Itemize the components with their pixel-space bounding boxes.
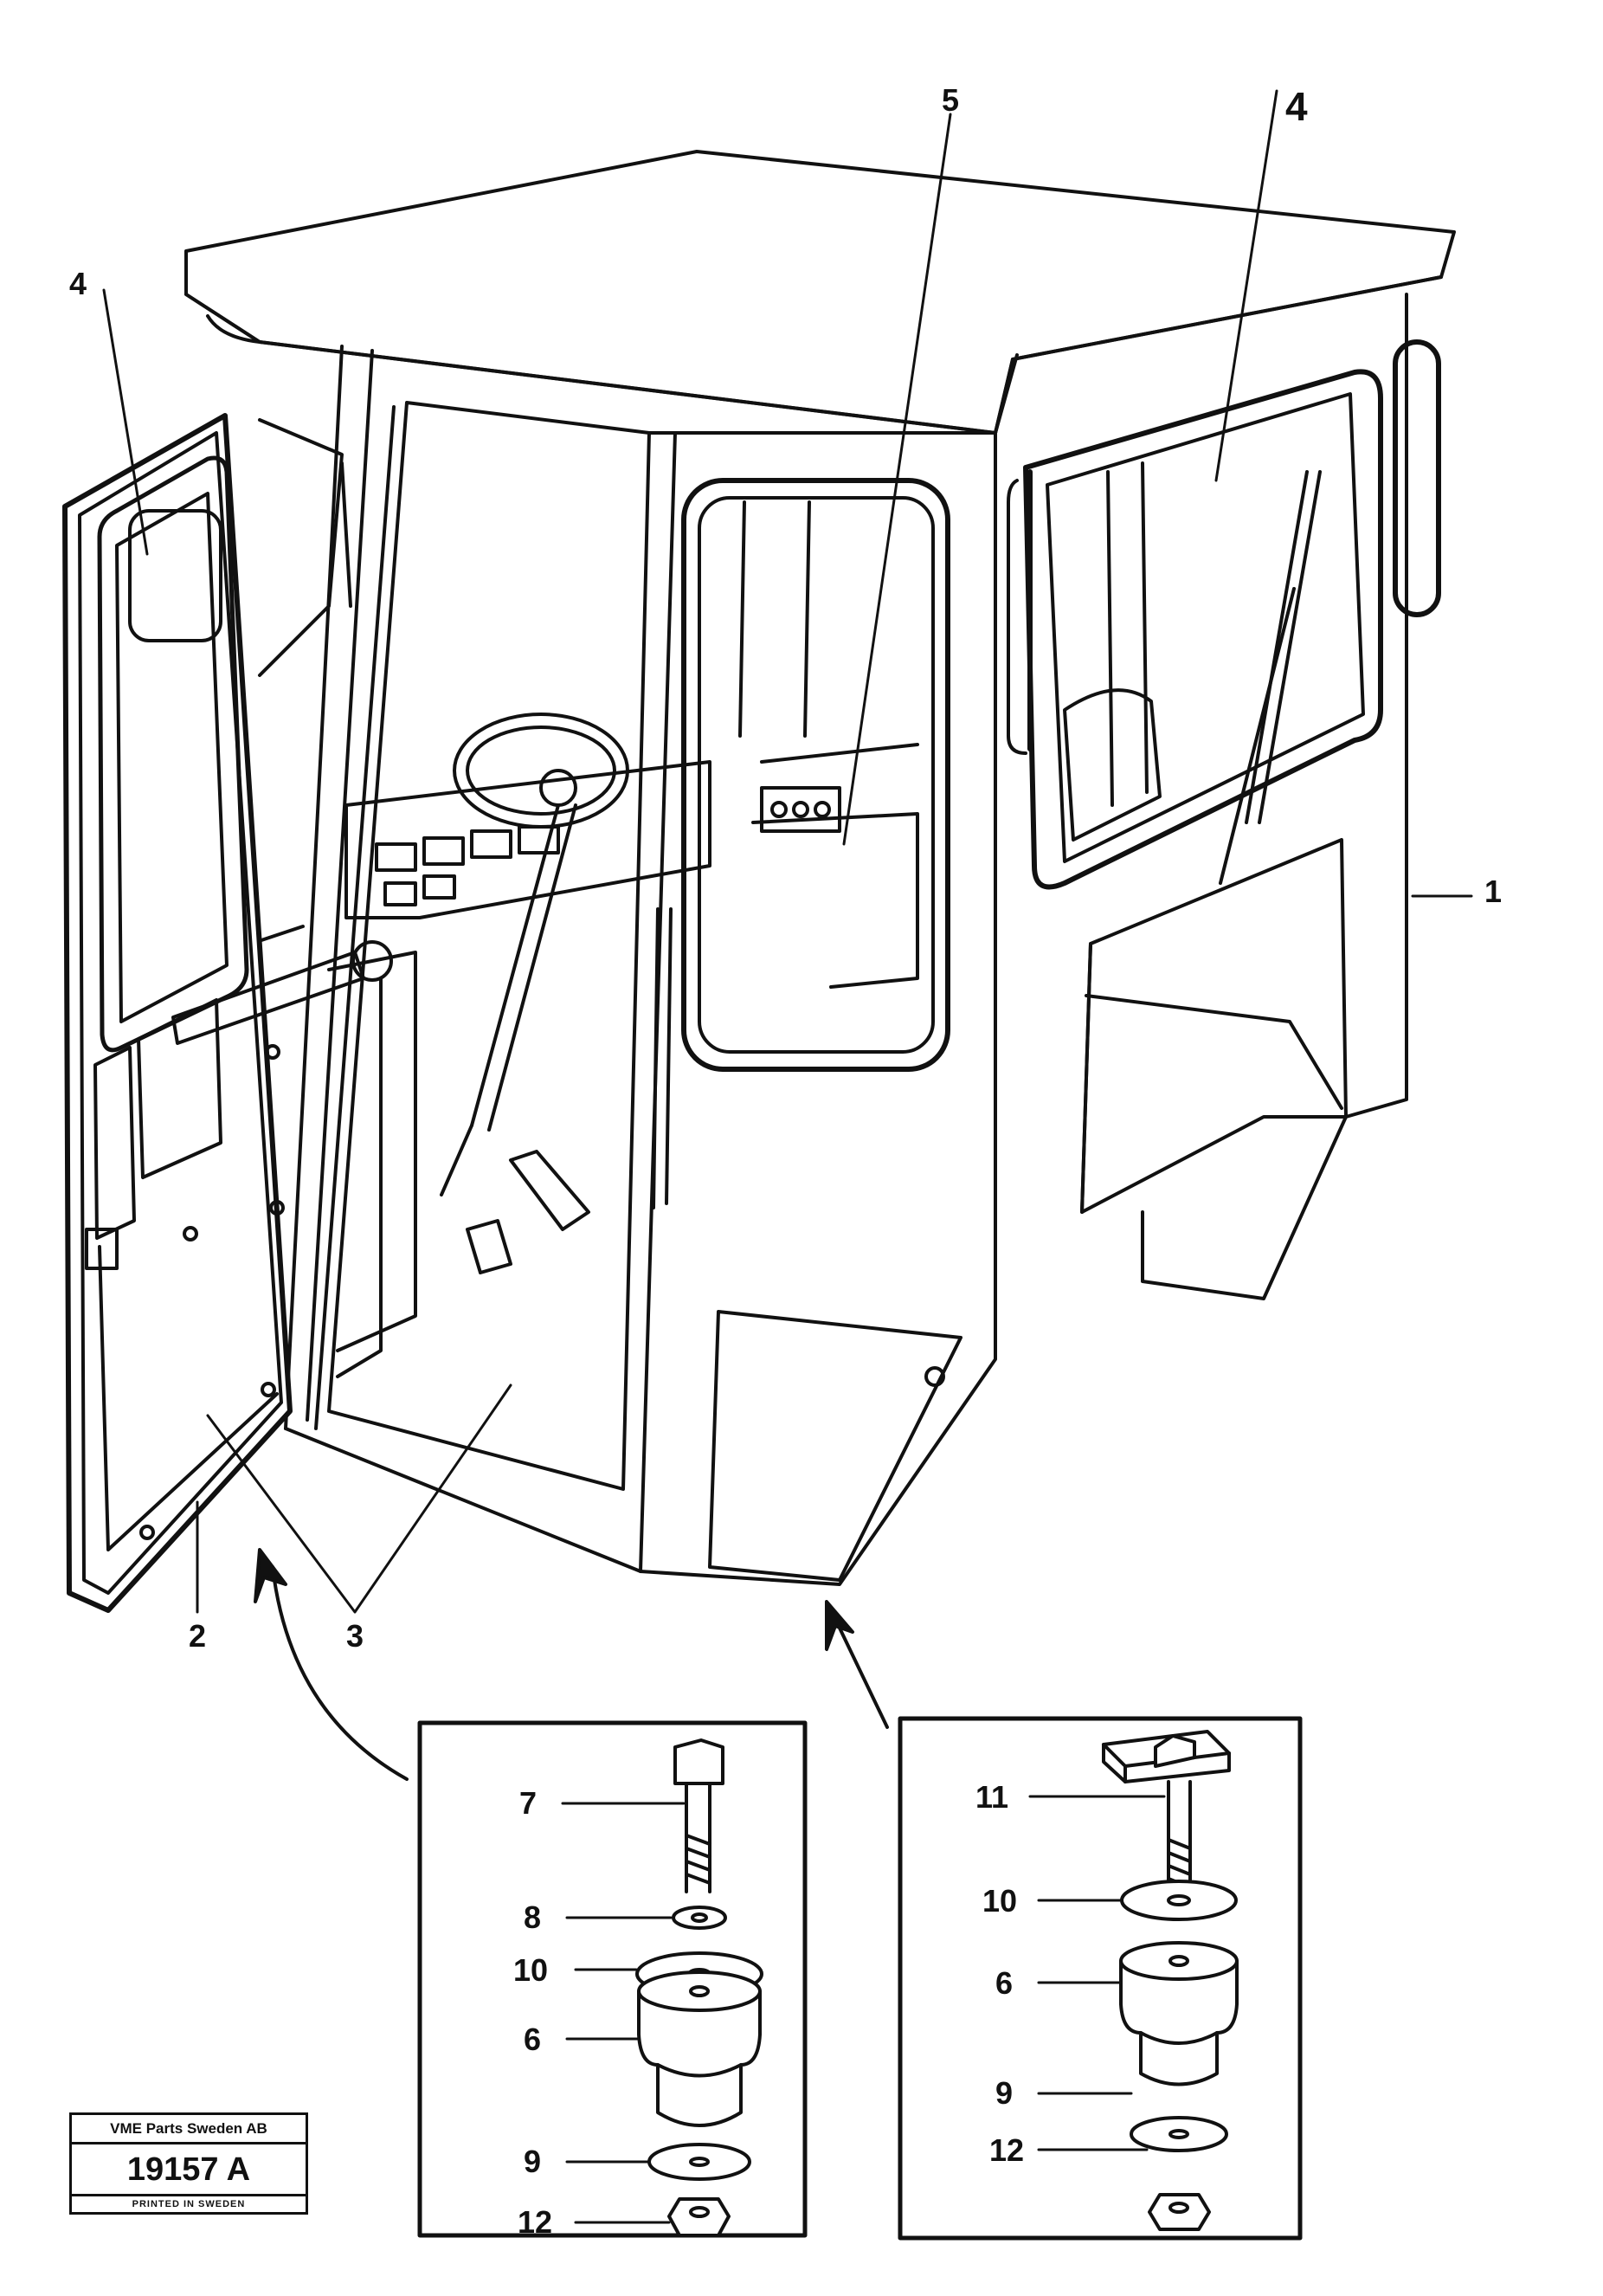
open-door bbox=[62, 413, 365, 1613]
cab-roof bbox=[184, 150, 1456, 435]
stamp-number: 19157 A bbox=[72, 2144, 306, 2196]
stamp-company: VME Parts Sweden AB bbox=[72, 2115, 306, 2144]
cab-body bbox=[284, 293, 1408, 1586]
rubber-mount bbox=[637, 1970, 762, 2127]
callout-4-side: 4 bbox=[1285, 84, 1308, 129]
left-callout-8: 8 bbox=[524, 1899, 542, 1935]
right-callout-11: 11 bbox=[975, 1779, 1009, 1815]
callout-2: 2 bbox=[189, 1618, 207, 1654]
bracket-bolt bbox=[1102, 1730, 1231, 1898]
right-mount-detail bbox=[898, 1716, 1303, 2241]
callout-3: 3 bbox=[346, 1618, 364, 1654]
left-callout-12: 12 bbox=[518, 2204, 553, 2240]
side-window bbox=[1007, 339, 1441, 890]
left-callout-7: 7 bbox=[519, 1785, 538, 1821]
callout-5: 5 bbox=[942, 82, 960, 118]
detail-arrows bbox=[254, 1548, 889, 1781]
left-mount-detail bbox=[417, 1720, 808, 2238]
left-callout-6: 6 bbox=[524, 2022, 542, 2057]
right-callout-6: 6 bbox=[995, 1965, 1014, 2001]
right-callout-12: 12 bbox=[989, 2132, 1025, 2168]
left-callout-9: 9 bbox=[524, 2144, 542, 2179]
cab-leader-lines bbox=[102, 89, 1473, 1614]
cab-interior bbox=[223, 713, 711, 1378]
drawing-stamp: VME Parts Sweden AB 19157 A PRINTED IN S… bbox=[69, 2112, 308, 2215]
right-detail-leaders bbox=[1028, 1795, 1166, 2151]
right-callout-10: 10 bbox=[982, 1883, 1018, 1919]
rubber-mount bbox=[1119, 1941, 1239, 2086]
left-detail-leaders bbox=[561, 1802, 686, 2224]
front-window bbox=[681, 478, 950, 1072]
right-callout-9: 9 bbox=[995, 2075, 1014, 2111]
callout-1: 1 bbox=[1484, 874, 1503, 909]
left-callout-10: 10 bbox=[513, 1952, 549, 1988]
callout-4-door: 4 bbox=[69, 266, 87, 301]
stamp-footer: PRINTED IN SWEDEN bbox=[132, 2199, 246, 2209]
bolt bbox=[673, 1738, 724, 1893]
